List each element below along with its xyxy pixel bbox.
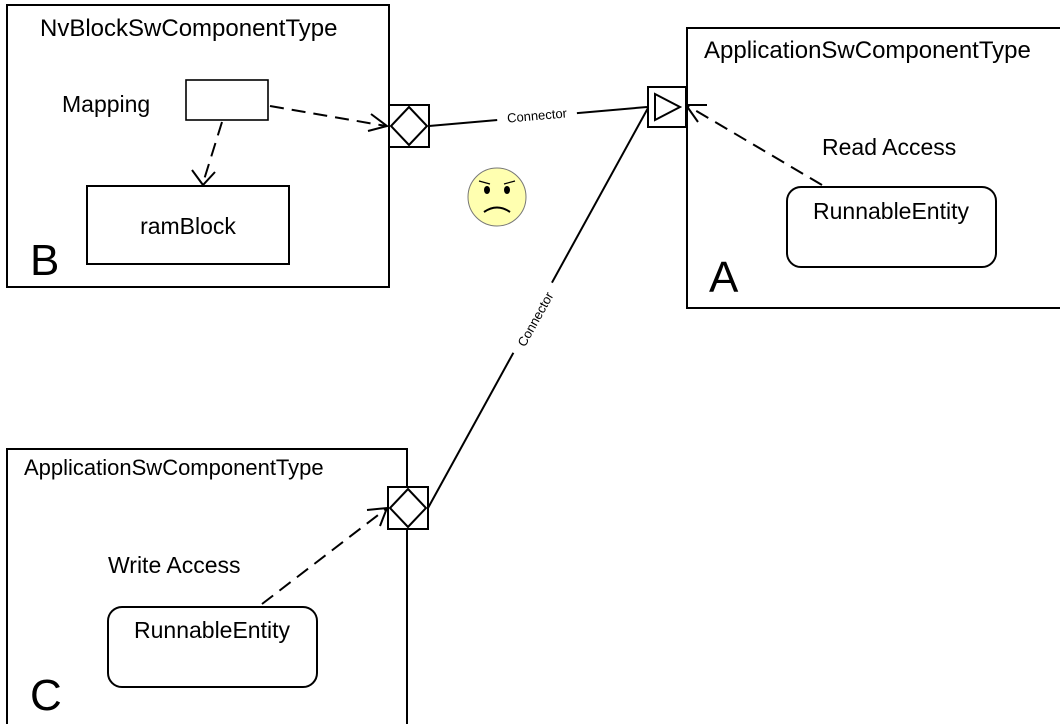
connector-label-top: Connector bbox=[506, 105, 568, 125]
component-a: ApplicationSwComponentType Read Access R… bbox=[686, 27, 1060, 309]
frowning-face-icon bbox=[467, 167, 527, 227]
port-c-provide[interactable] bbox=[387, 486, 429, 530]
component-c-letter: C bbox=[30, 671, 62, 720]
port-b-provide[interactable] bbox=[388, 104, 430, 148]
mapping-to-port-arrowhead bbox=[367, 113, 390, 132]
diamond-port-icon bbox=[389, 105, 429, 147]
component-b-type-label: NvBlockSwComponentType bbox=[40, 15, 337, 42]
component-b: NvBlockSwComponentType Mapping ramBlock … bbox=[6, 4, 390, 288]
mapping-label: Mapping bbox=[62, 91, 150, 117]
read-access-label: Read Access bbox=[822, 134, 956, 160]
ram-block-box bbox=[86, 185, 290, 265]
component-c: ApplicationSwComponentType Write Access … bbox=[6, 448, 408, 724]
write-access-label: Write Access bbox=[108, 552, 241, 578]
component-a-letter: A bbox=[709, 253, 739, 302]
runnable-entity-a bbox=[786, 186, 997, 268]
runnable-entity-c bbox=[107, 606, 318, 688]
component-c-type-label: ApplicationSwComponentType bbox=[24, 455, 324, 480]
diamond-port-icon bbox=[388, 487, 428, 529]
component-a-type-label: ApplicationSwComponentType bbox=[704, 37, 1031, 64]
mapping-box bbox=[185, 79, 269, 121]
connector-label-diagonal-bg bbox=[509, 280, 561, 358]
mapping-to-ramblock-arrow bbox=[202, 121, 223, 184]
mapping-to-port-arrow bbox=[269, 105, 387, 127]
runnable-entity-c-label: RunnableEntity bbox=[134, 617, 290, 643]
triangle-port-icon bbox=[654, 92, 683, 122]
connector-label-diagonal: Connector bbox=[514, 289, 557, 349]
mapping-to-ramblock-arrowhead bbox=[191, 169, 216, 187]
connector-label-top-bg bbox=[496, 104, 578, 126]
runnable-entity-a-label: RunnableEntity bbox=[813, 198, 969, 224]
port-a-require[interactable] bbox=[647, 86, 687, 128]
component-b-letter: B bbox=[30, 236, 59, 285]
ram-block-label: ramBlock bbox=[140, 213, 236, 239]
runnable-c-to-port-arrow bbox=[261, 508, 387, 605]
runnable-a-to-port-arrow bbox=[687, 105, 823, 186]
